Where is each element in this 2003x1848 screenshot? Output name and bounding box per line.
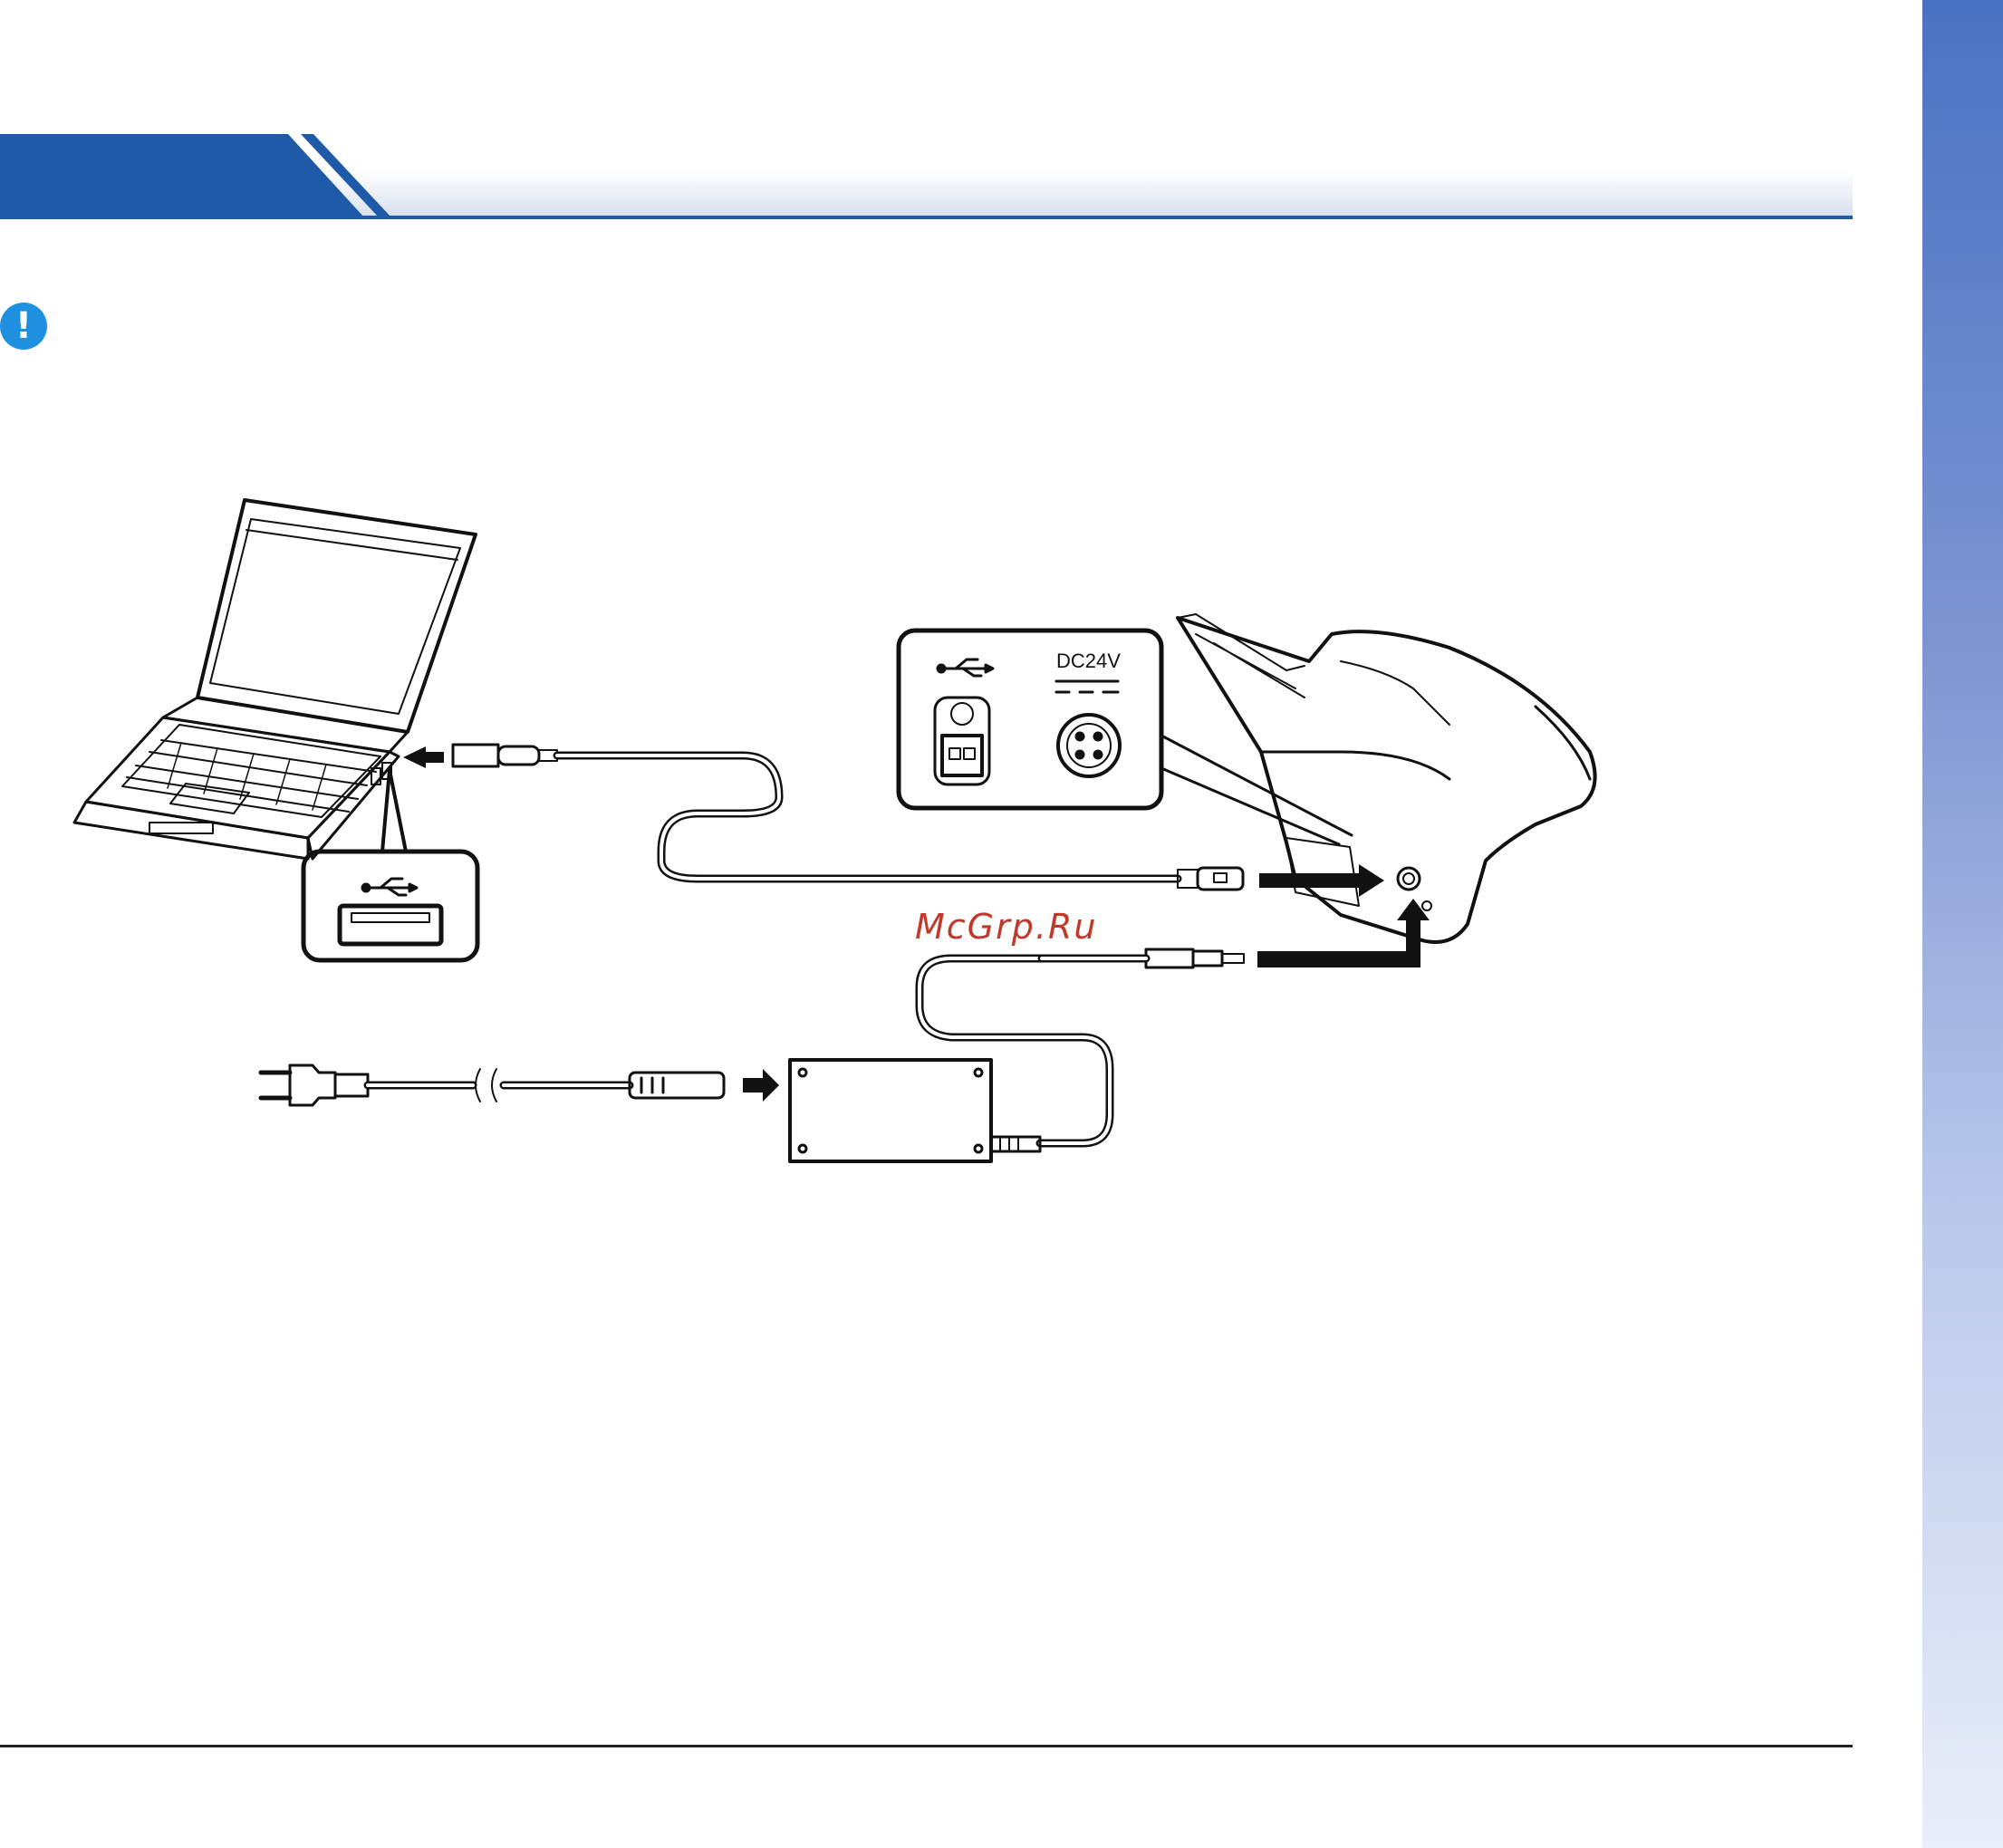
footer-rule [0,1745,1853,1747]
ac-power-cord [258,1064,779,1107]
scanner-port-callout: DC24V [896,628,1353,846]
side-color-band [1922,0,2003,1848]
dc24v-label: DC24V [1056,650,1121,672]
laptop-usb-port-callout [301,768,480,963]
scanner-illustration [1176,613,1597,944]
usb-icon [361,877,419,897]
watermark-text: McGrp.Ru [915,907,1098,947]
usb-cable [403,743,1384,897]
connection-diagram: DC24V [0,480,1631,1187]
ac-adapter [788,1058,1042,1163]
power-cable [915,899,1430,1148]
caution-icon: ! [0,303,47,350]
section-header-band [0,134,1853,220]
laptop-illustration [72,498,477,861]
usb-icon [936,658,995,678]
